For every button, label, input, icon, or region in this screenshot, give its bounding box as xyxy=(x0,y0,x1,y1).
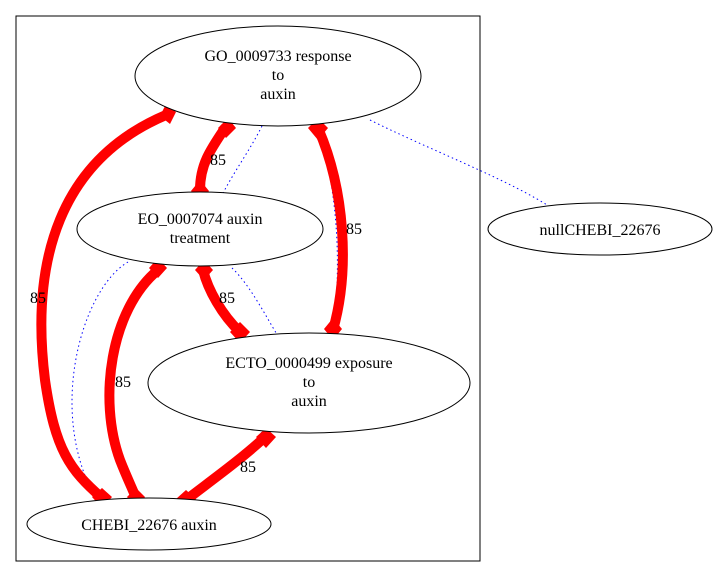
edge-label-eo-chebi: 85 xyxy=(115,374,131,391)
endpoint-marker xyxy=(256,428,276,448)
edge-eo-chebi-dotted xyxy=(71,261,129,506)
node-shape xyxy=(26,497,272,551)
endpoint-marker xyxy=(92,488,112,508)
strong-edges xyxy=(36,110,348,505)
node-ecto[interactable]: ECTO_0000499 exposure to auxin xyxy=(147,332,471,434)
node-label-line: to xyxy=(303,374,315,391)
edge-go-chebi xyxy=(36,110,171,503)
node-chebi[interactable]: CHEBI_22676 auxin xyxy=(26,497,272,551)
edge-go-ecto xyxy=(313,123,348,335)
edge-go-eo-dotted xyxy=(221,125,263,196)
node-go[interactable]: GO_0009733 response to auxin xyxy=(134,25,422,127)
node-shape xyxy=(487,202,713,256)
dotted-edges xyxy=(71,119,556,506)
edge-label-eo-ecto: 85 xyxy=(219,290,235,307)
edge-label-go-ecto: 85 xyxy=(346,221,362,238)
node-label-line: to xyxy=(272,67,284,84)
node-nullchebi[interactable]: nullCHEBI_22676 xyxy=(487,202,713,256)
node-label-line: ECTO_0000499 exposure xyxy=(225,355,392,372)
edge-eo-ecto-dotted xyxy=(231,267,279,337)
node-label-line: auxin xyxy=(291,393,327,410)
edge-eo-chebi xyxy=(104,265,163,503)
cluster-box xyxy=(15,15,481,562)
node-label-line: treatment xyxy=(170,230,231,247)
node-label-line: nullCHEBI_22676 xyxy=(540,222,661,239)
node-shape xyxy=(76,191,324,267)
edge-label-ecto-chebi: 85 xyxy=(240,459,256,476)
edge-labels: 85 85 85 85 85 85 xyxy=(30,152,362,476)
edge-ecto-chebi xyxy=(181,433,269,505)
edge-go-nullchebi xyxy=(369,119,556,211)
edge-label-go-chebi: 85 xyxy=(30,290,46,307)
node-shape xyxy=(147,332,471,434)
node-label-line: EO_0007074 auxin xyxy=(138,211,263,228)
node-label-line: auxin xyxy=(260,86,296,103)
node-shape xyxy=(134,25,422,127)
endpoint-marker xyxy=(230,322,250,343)
node-label-line: GO_0009733 response xyxy=(204,48,351,65)
node-eo[interactable]: EO_0007074 auxin treatment xyxy=(76,191,324,267)
edge-label-go-eo: 85 xyxy=(210,152,226,169)
node-label-line: CHEBI_22676 auxin xyxy=(81,517,217,534)
